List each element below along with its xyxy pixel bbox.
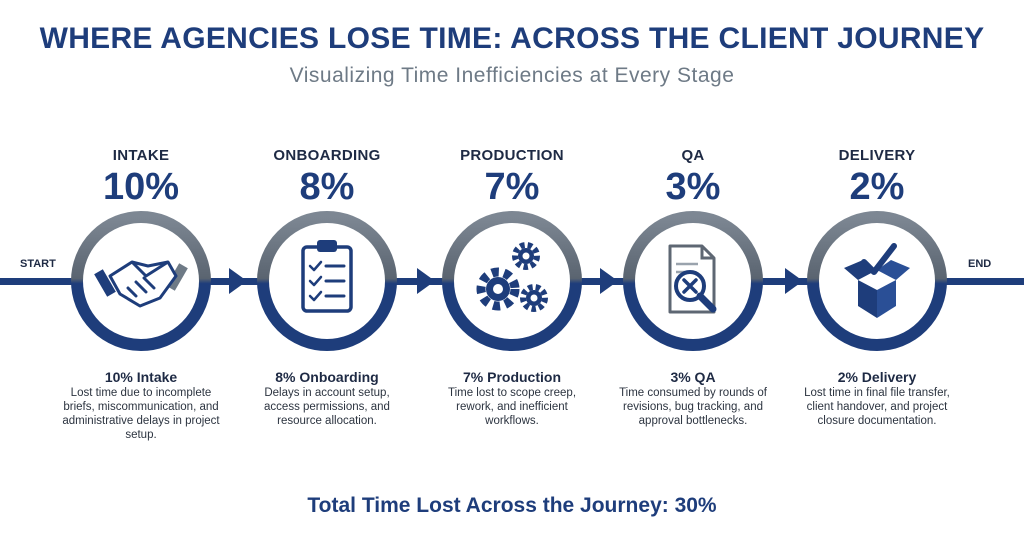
box-checkmark-icon <box>844 243 910 318</box>
stage-percent-production: 7% <box>484 166 540 208</box>
stage-percent-qa: 3% <box>665 166 721 208</box>
stage-percent-delivery: 2% <box>849 166 905 208</box>
stage-percent-onboarding: 8% <box>299 166 355 208</box>
stage-circle-onboarding <box>257 211 397 351</box>
stage-name-qa: QA <box>681 147 705 164</box>
stage-circle-intake <box>71 211 211 351</box>
arrow-icon <box>600 268 618 294</box>
document-magnifier-icon <box>668 244 717 314</box>
start-label: START <box>20 258 56 270</box>
arrow-icon <box>785 268 803 294</box>
stage-desc-onboarding: Delays in account setup, access permissi… <box>264 387 390 427</box>
stage-circle-production <box>442 211 582 351</box>
arrow-icon <box>229 268 247 294</box>
stage-desc-delivery: Lost time in final file transfer, client… <box>804 387 950 427</box>
stage-name-production: PRODUCTION <box>460 147 564 164</box>
stage-desc-title-intake: 10% Intake <box>104 369 178 385</box>
stage-percent-intake: 10% <box>102 166 180 208</box>
arrow-icon <box>417 268 435 294</box>
stage-desc-qa: Time consumed by rounds of revisions, bu… <box>619 387 767 427</box>
stage-circle-qa <box>623 211 763 351</box>
stage-name-intake: INTAKE <box>112 147 170 164</box>
stage-name-onboarding: ONBOARDING <box>273 147 381 164</box>
stage-desc-production: Time lost to scope creep, rework, and in… <box>447 387 577 427</box>
stage-desc-title-onboarding: 8% Onboarding <box>275 369 379 385</box>
stage-circle-delivery <box>807 211 947 351</box>
gears-icon <box>476 242 548 312</box>
stage-desc-title-qa: 3% QA <box>670 369 716 385</box>
stage-name-delivery: DELIVERY <box>838 147 916 164</box>
end-label: END <box>968 258 992 270</box>
handshake-icon <box>94 260 188 308</box>
total-time-lost: Total Time Lost Across the Journey: 30% <box>307 494 717 517</box>
stage-desc-intake: Lost time due to incomplete briefs, misc… <box>62 387 220 441</box>
stage-desc-title-production: 7% Production <box>462 369 561 385</box>
stage-desc-title-delivery: 2% Delivery <box>837 369 917 385</box>
page-title: WHERE AGENCIES LOSE TIME: ACROSS THE CLI… <box>39 22 985 55</box>
clipboard-checklist-icon <box>301 240 353 313</box>
page-subtitle: Visualizing Time Inefficiencies at Every… <box>289 64 735 87</box>
